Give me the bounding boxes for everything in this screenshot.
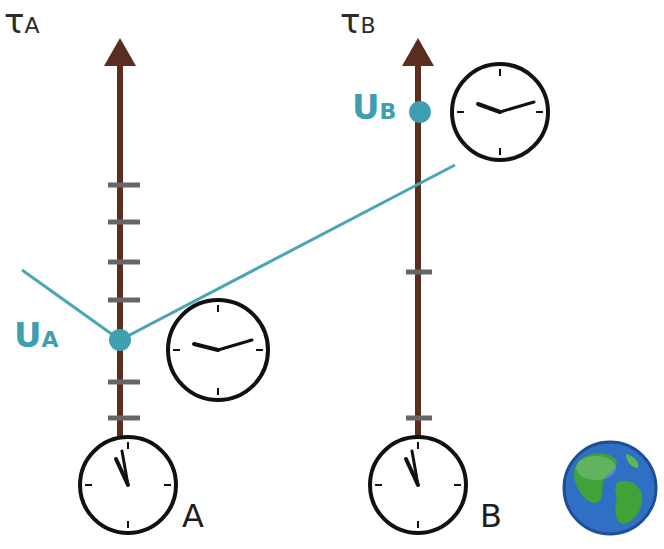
event-label: UB <box>352 90 396 124</box>
event-dot <box>109 329 131 351</box>
earth-globe <box>564 442 656 534</box>
clock <box>80 437 176 533</box>
clock <box>168 300 268 400</box>
observer-label: B <box>480 500 502 532</box>
worldline-a <box>104 38 140 440</box>
event-label: UA <box>14 318 59 352</box>
clock <box>452 64 548 160</box>
worldline-b <box>402 38 434 440</box>
observer-label: A <box>182 500 204 532</box>
axis-label: τB <box>340 4 376 38</box>
axis-label: τA <box>4 4 40 38</box>
clock <box>370 437 466 533</box>
event-dot <box>409 101 431 123</box>
